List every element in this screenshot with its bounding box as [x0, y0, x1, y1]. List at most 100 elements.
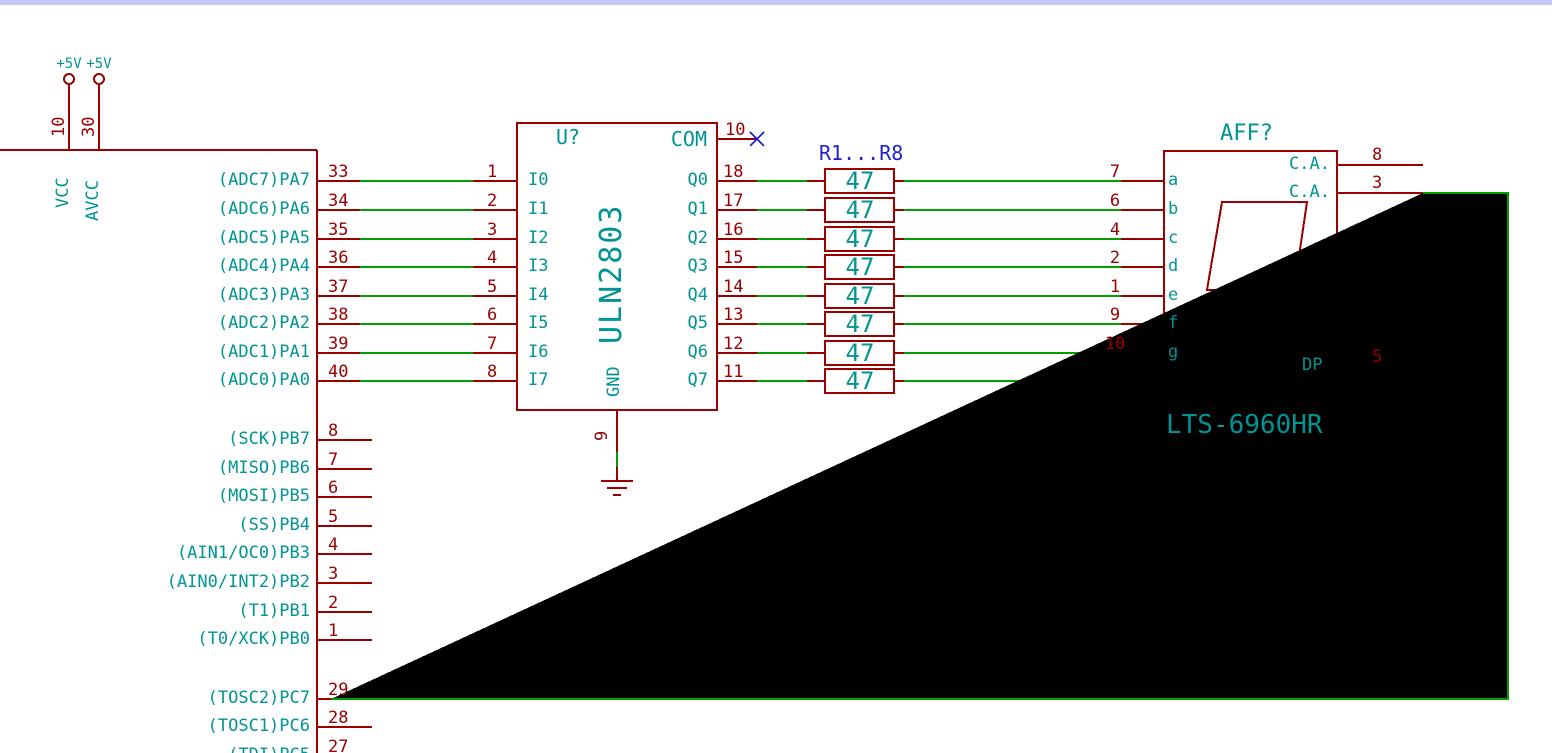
mcu-pin-name: (TOSC1)PC6 — [207, 716, 310, 736]
mcu-pin-number: 36 — [328, 248, 349, 268]
mcu-pin-name: (ADC3)PA3 — [217, 285, 310, 305]
wire[interactable] — [904, 180, 1121, 382]
wires-mcu-to-driver[interactable] — [360, 180, 473, 382]
display-pin-number: 10 — [1104, 334, 1126, 354]
driver-pin-name: Q5 — [687, 313, 708, 333]
wires-anode-to-mcu[interactable] — [331, 192, 1509, 700]
plus5v-symbol[interactable] — [93, 73, 105, 85]
resistor-value[interactable]: 47 — [845, 253, 875, 281]
resistor-value[interactable]: 47 — [845, 196, 875, 224]
driver-pin-name: Q7 — [687, 370, 708, 390]
driver-pin-number: 3 — [487, 220, 498, 240]
resistor-body[interactable] — [824, 197, 895, 223]
power-flag-label[interactable]: +5V — [56, 56, 82, 72]
mcu-symbol-body[interactable] — [0, 149, 318, 753]
driver-pin-number: 1 — [487, 162, 498, 182]
power-symbols[interactable] — [63, 73, 105, 150]
resistor-body[interactable] — [824, 283, 895, 309]
resistor-value[interactable]: 47 — [845, 367, 875, 395]
resistor-value[interactable]: 47 — [845, 225, 875, 253]
window-top-edge — [0, 0, 1552, 5]
resistor-body[interactable] — [824, 254, 895, 280]
driver-pin-name: Q1 — [687, 199, 708, 219]
mcu-pin-number: 40 — [328, 362, 349, 382]
mcu-pin-number: 35 — [328, 220, 349, 240]
driver-pin-name: I3 — [528, 256, 549, 276]
driver-reference[interactable]: U? — [556, 125, 581, 149]
driver-pin-name: I6 — [528, 342, 549, 362]
driver-gnd-pin-number: 9 — [592, 430, 612, 441]
driver-pin-name: I1 — [528, 199, 549, 219]
mcu-outline[interactable] — [0, 149, 318, 753]
driver-pin-number: 15 — [723, 248, 744, 268]
driver-pin-name: Q0 — [687, 170, 708, 190]
resistor-body[interactable] — [824, 168, 895, 194]
mcu-pin-number: 39 — [328, 334, 349, 354]
mcu-pin-name: VCC — [53, 177, 73, 208]
driver-pin-number: 17 — [723, 191, 744, 211]
mcu-pin-number: 1 — [328, 621, 339, 641]
plus5v-symbol[interactable] — [63, 73, 75, 85]
display-pin-name: b — [1168, 199, 1179, 219]
wire[interactable] — [757, 180, 807, 382]
mcu-pin-number: 6 — [328, 478, 339, 498]
mcu-pin-number: 34 — [328, 191, 349, 211]
mcu-pin-name: (ADC6)PA6 — [217, 199, 310, 219]
driver-pin-number: 4 — [487, 248, 498, 268]
driver-symbol[interactable] — [473, 122, 757, 481]
display-pin-name: d — [1168, 256, 1179, 276]
resistor-leads — [807, 180, 904, 382]
driver-output-stubs — [717, 180, 757, 382]
mcu-pin-name: (ADC2)PA2 — [217, 313, 310, 333]
power-flag-label[interactable]: +5V — [86, 56, 112, 72]
resistor-body[interactable] — [824, 226, 895, 252]
display-pin-number: 4 — [1109, 220, 1121, 240]
resistor-value[interactable]: 47 — [845, 310, 875, 338]
mcu-pin-number: 10 — [49, 116, 69, 137]
driver-input-stubs — [473, 180, 517, 382]
mcu-pin-number: 4 — [328, 535, 339, 555]
mcu-pin-number: 30 — [79, 116, 99, 137]
no-connect-x-icon — [749, 131, 765, 147]
resistor-body[interactable] — [824, 368, 895, 394]
display-pin-name: f — [1168, 313, 1179, 333]
display-pin-number: 8 — [1372, 145, 1383, 165]
driver-pin-name: Q2 — [687, 228, 708, 248]
display-reference[interactable]: AFF? — [1220, 121, 1273, 146]
port-b-stubs — [317, 439, 372, 641]
display-pin-number: 2 — [1109, 248, 1121, 268]
resistor-value[interactable]: 47 — [845, 282, 875, 310]
driver-value[interactable]: ULN2803 — [594, 203, 629, 344]
mcu-pin-name: (ADC1)PA1 — [217, 342, 310, 362]
wire[interactable] — [360, 180, 473, 382]
mcu-pin-name: (T0/XCK)PB0 — [197, 629, 310, 649]
driver-pin-number: 16 — [723, 220, 744, 240]
mcu-pin-name: (ADC4)PA4 — [217, 256, 310, 276]
driver-pin-name: I2 — [528, 228, 549, 248]
mcu-pin-name: AVCC — [83, 180, 103, 221]
resistor-value[interactable]: 47 — [845, 167, 875, 195]
resistor-symbols[interactable] — [807, 168, 904, 394]
resistor-body[interactable] — [824, 311, 895, 337]
resistor-value[interactable]: 47 — [845, 339, 875, 367]
display-value[interactable]: LTS-6960HR — [1166, 410, 1323, 440]
display-pin-number: 1 — [1109, 277, 1121, 297]
ground-symbol[interactable] — [601, 480, 633, 496]
mcu-pin-number: 29 — [328, 680, 349, 700]
display-pin-name: a — [1168, 170, 1179, 190]
resistor-group-reference[interactable]: R1...R8 — [819, 141, 904, 165]
driver-gnd-pin-name: GND — [604, 366, 624, 397]
mcu-pin-name: (AIN1/OC0)PB3 — [176, 543, 310, 563]
resistor-body[interactable] — [824, 340, 895, 366]
port-c-stubs — [317, 698, 372, 728]
mcu-pin-name: (T1)PB1 — [238, 601, 310, 621]
mcu-pin-number: 5 — [328, 507, 339, 527]
driver-pin-number: 12 — [723, 334, 744, 354]
wire-ca3-route[interactable] — [331, 192, 1509, 700]
mcu-pin-name: (SCK)PB7 — [228, 429, 310, 449]
power-pin-stubs — [68, 84, 100, 150]
display-pin-number: 3 — [1372, 173, 1383, 193]
no-connect-flag[interactable] — [749, 131, 765, 147]
mcu-pin-name: (ADC5)PA5 — [217, 228, 310, 248]
